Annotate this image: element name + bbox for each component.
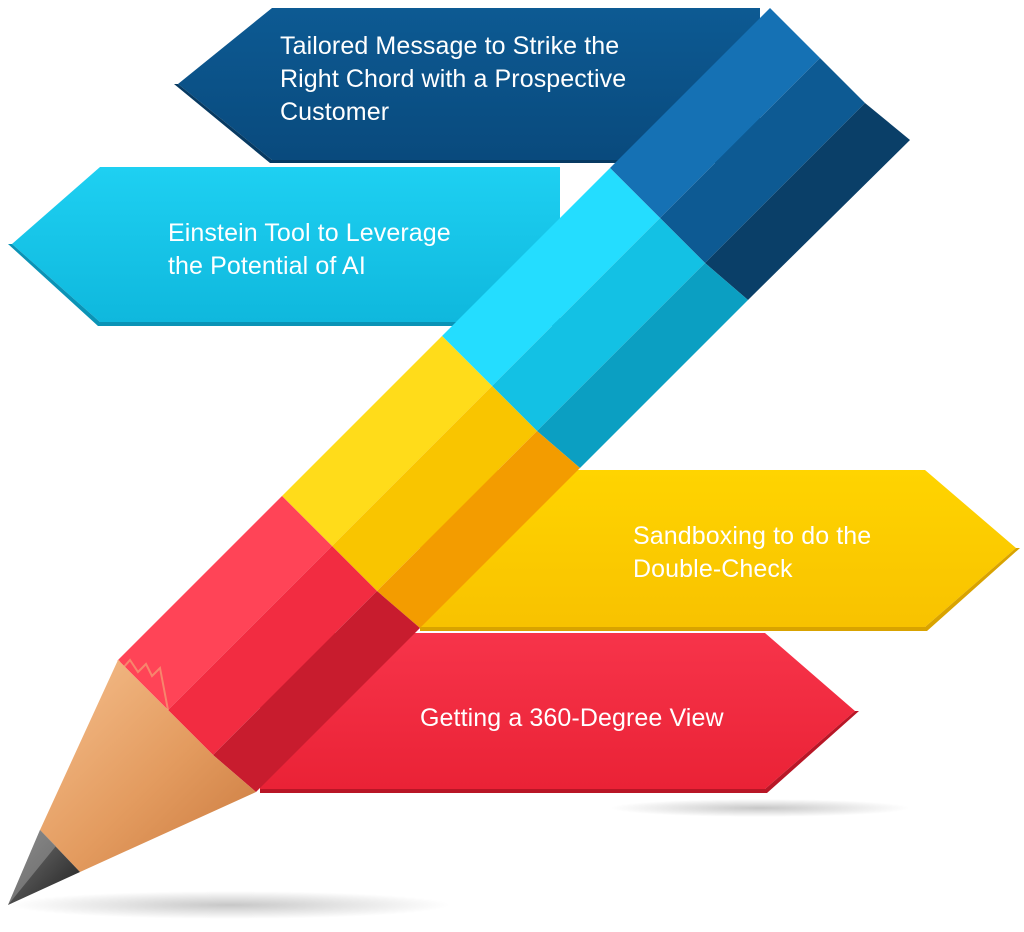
pencil-segment-red [118, 496, 420, 792]
cyan-banner [12, 167, 560, 322]
banner-shadow [610, 799, 910, 817]
banner-label-1-line-3: Customer [280, 98, 390, 126]
pencil-wood [40, 660, 256, 872]
banner-label-1-line-2: Right Chord with a Prospective [280, 65, 627, 93]
pencil-lead [8, 830, 80, 905]
pencil-wood-edge [117, 658, 169, 711]
pencil-segment-navy [610, 8, 910, 300]
banner-label-1-line-1: Tailored Message to Strike the [280, 32, 620, 60]
banner-label-4: Getting a 360-Degree View [420, 702, 724, 735]
banner-label-3: Sandboxing to do the Double-Check [633, 520, 871, 586]
banner-label-4-line-1: Getting a 360-Degree View [420, 704, 724, 732]
pencil-lead-highlight [8, 830, 56, 905]
banner-label-2-line-2: the Potential of AI [168, 252, 366, 280]
banner-label-3-line-2: Double-Check [633, 555, 793, 583]
ground-shadow [10, 891, 450, 919]
navy-banner [178, 8, 760, 160]
pencil-segment-cyan [442, 168, 748, 468]
banner-label-2: Einstein Tool to Leverage the Potential … [168, 217, 451, 283]
yellow-banner [420, 470, 1016, 627]
pencil-segment-yellow [282, 336, 580, 628]
red-banner [260, 633, 855, 789]
banner-label-3-line-1: Sandboxing to do the [633, 522, 872, 550]
banner-label-2-line-1: Einstein Tool to Leverage [168, 219, 451, 247]
banner-label-1: Tailored Message to Strike the Right Cho… [280, 30, 626, 129]
